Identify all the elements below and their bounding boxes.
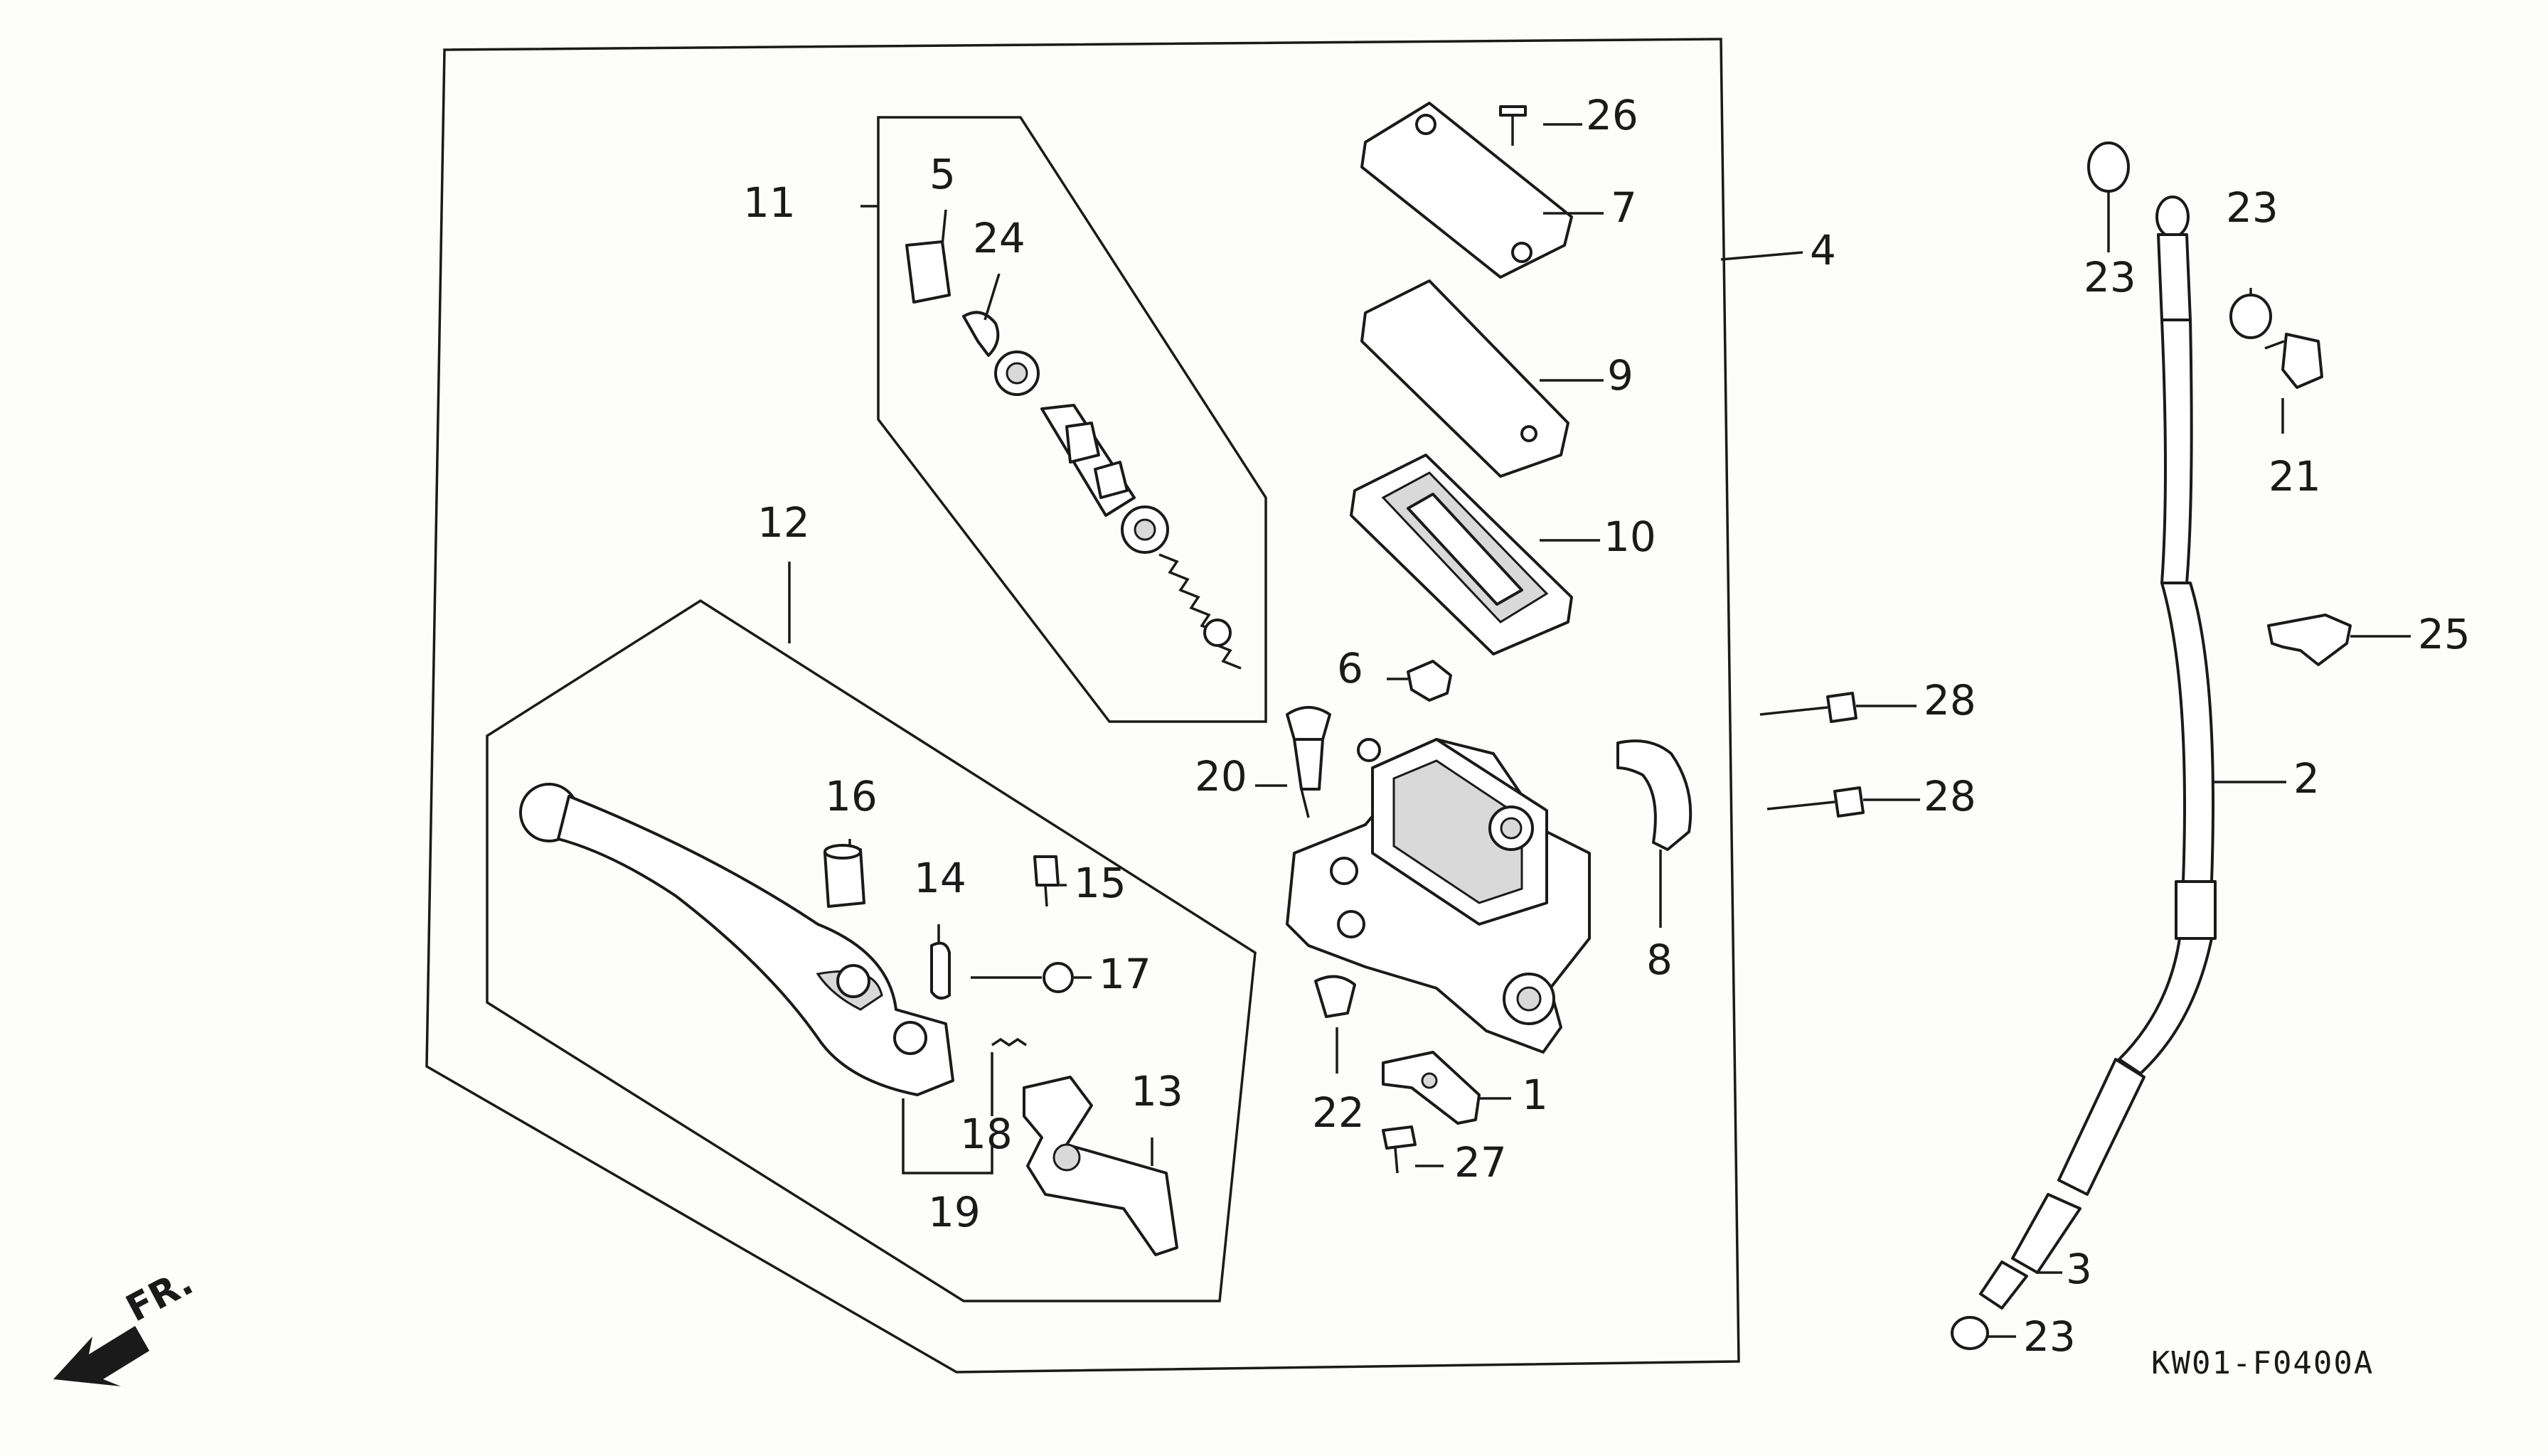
callout-15: 15: [1074, 859, 1126, 907]
callout-16: 16: [825, 772, 878, 820]
front-direction-arrow: FR.: [53, 1260, 200, 1386]
callout-14: 14: [914, 854, 966, 902]
dust-cap: [1314, 975, 1356, 1018]
brake-lever: [519, 783, 954, 1096]
master-cylinder-body: [1286, 738, 1591, 1054]
callout-23a: 23: [2084, 253, 2136, 301]
reservoir-cap-parts: [1350, 102, 1573, 655]
lever-set-outline: [486, 599, 1257, 1302]
callout-28b: 28: [1924, 772, 1976, 820]
callout-10: 10: [1604, 513, 1656, 561]
callout-22: 22: [1312, 1088, 1365, 1137]
diagram-code: KW01-F0400A: [2151, 1345, 2374, 1381]
callout-26: 26: [1586, 91, 1638, 139]
leader-lines: [788, 123, 2411, 1338]
direction-label: FR.: [119, 1260, 200, 1330]
switch-screw: [1382, 1125, 1417, 1174]
lever-small-parts: [823, 844, 1178, 1256]
master-cylinder-holder: [1616, 739, 1693, 851]
callout-28a: 28: [1924, 676, 1976, 724]
pivot-bolt: [1286, 706, 1331, 818]
callout-20: 20: [1195, 752, 1247, 801]
callout-23c: 23: [2023, 1312, 2076, 1361]
brake-light-switch: [1382, 1051, 1481, 1125]
callout-19: 19: [928, 1188, 981, 1236]
callout-17: 17: [1099, 950, 1151, 998]
callout-18: 18: [960, 1110, 1013, 1158]
callout-13: 13: [1131, 1067, 1183, 1115]
callout-4: 4: [1810, 226, 1836, 274]
callout-21: 21: [2269, 452, 2321, 500]
callout-3: 3: [2066, 1245, 2092, 1293]
callout-6: 6: [1337, 644, 1363, 692]
callout-23b: 23: [2226, 183, 2278, 232]
callout-9: 9: [1607, 351, 1633, 400]
callout-11: 11: [743, 178, 796, 227]
bracket-part: [1407, 660, 1452, 702]
callout-7: 7: [1611, 183, 1637, 232]
hose-clamp: [2267, 614, 2352, 666]
callout-2: 2: [2293, 754, 2320, 803]
callout-1: 1: [1522, 1071, 1548, 1119]
callout-5: 5: [929, 150, 956, 198]
piston-parts: [905, 240, 1242, 670]
callout-27: 27: [1454, 1138, 1507, 1187]
holder-bolts: [1759, 692, 1865, 818]
callout-25: 25: [2418, 610, 2470, 658]
brake-hose: [1951, 141, 2217, 1350]
banjo-bolt: [2229, 294, 2323, 389]
master-cylinder-assembly-outline: [425, 38, 1740, 1374]
piston-set-outline: [877, 116, 1267, 723]
callout-24: 24: [973, 214, 1025, 262]
callout-8: 8: [1646, 936, 1673, 984]
callout-12: 12: [757, 498, 810, 547]
